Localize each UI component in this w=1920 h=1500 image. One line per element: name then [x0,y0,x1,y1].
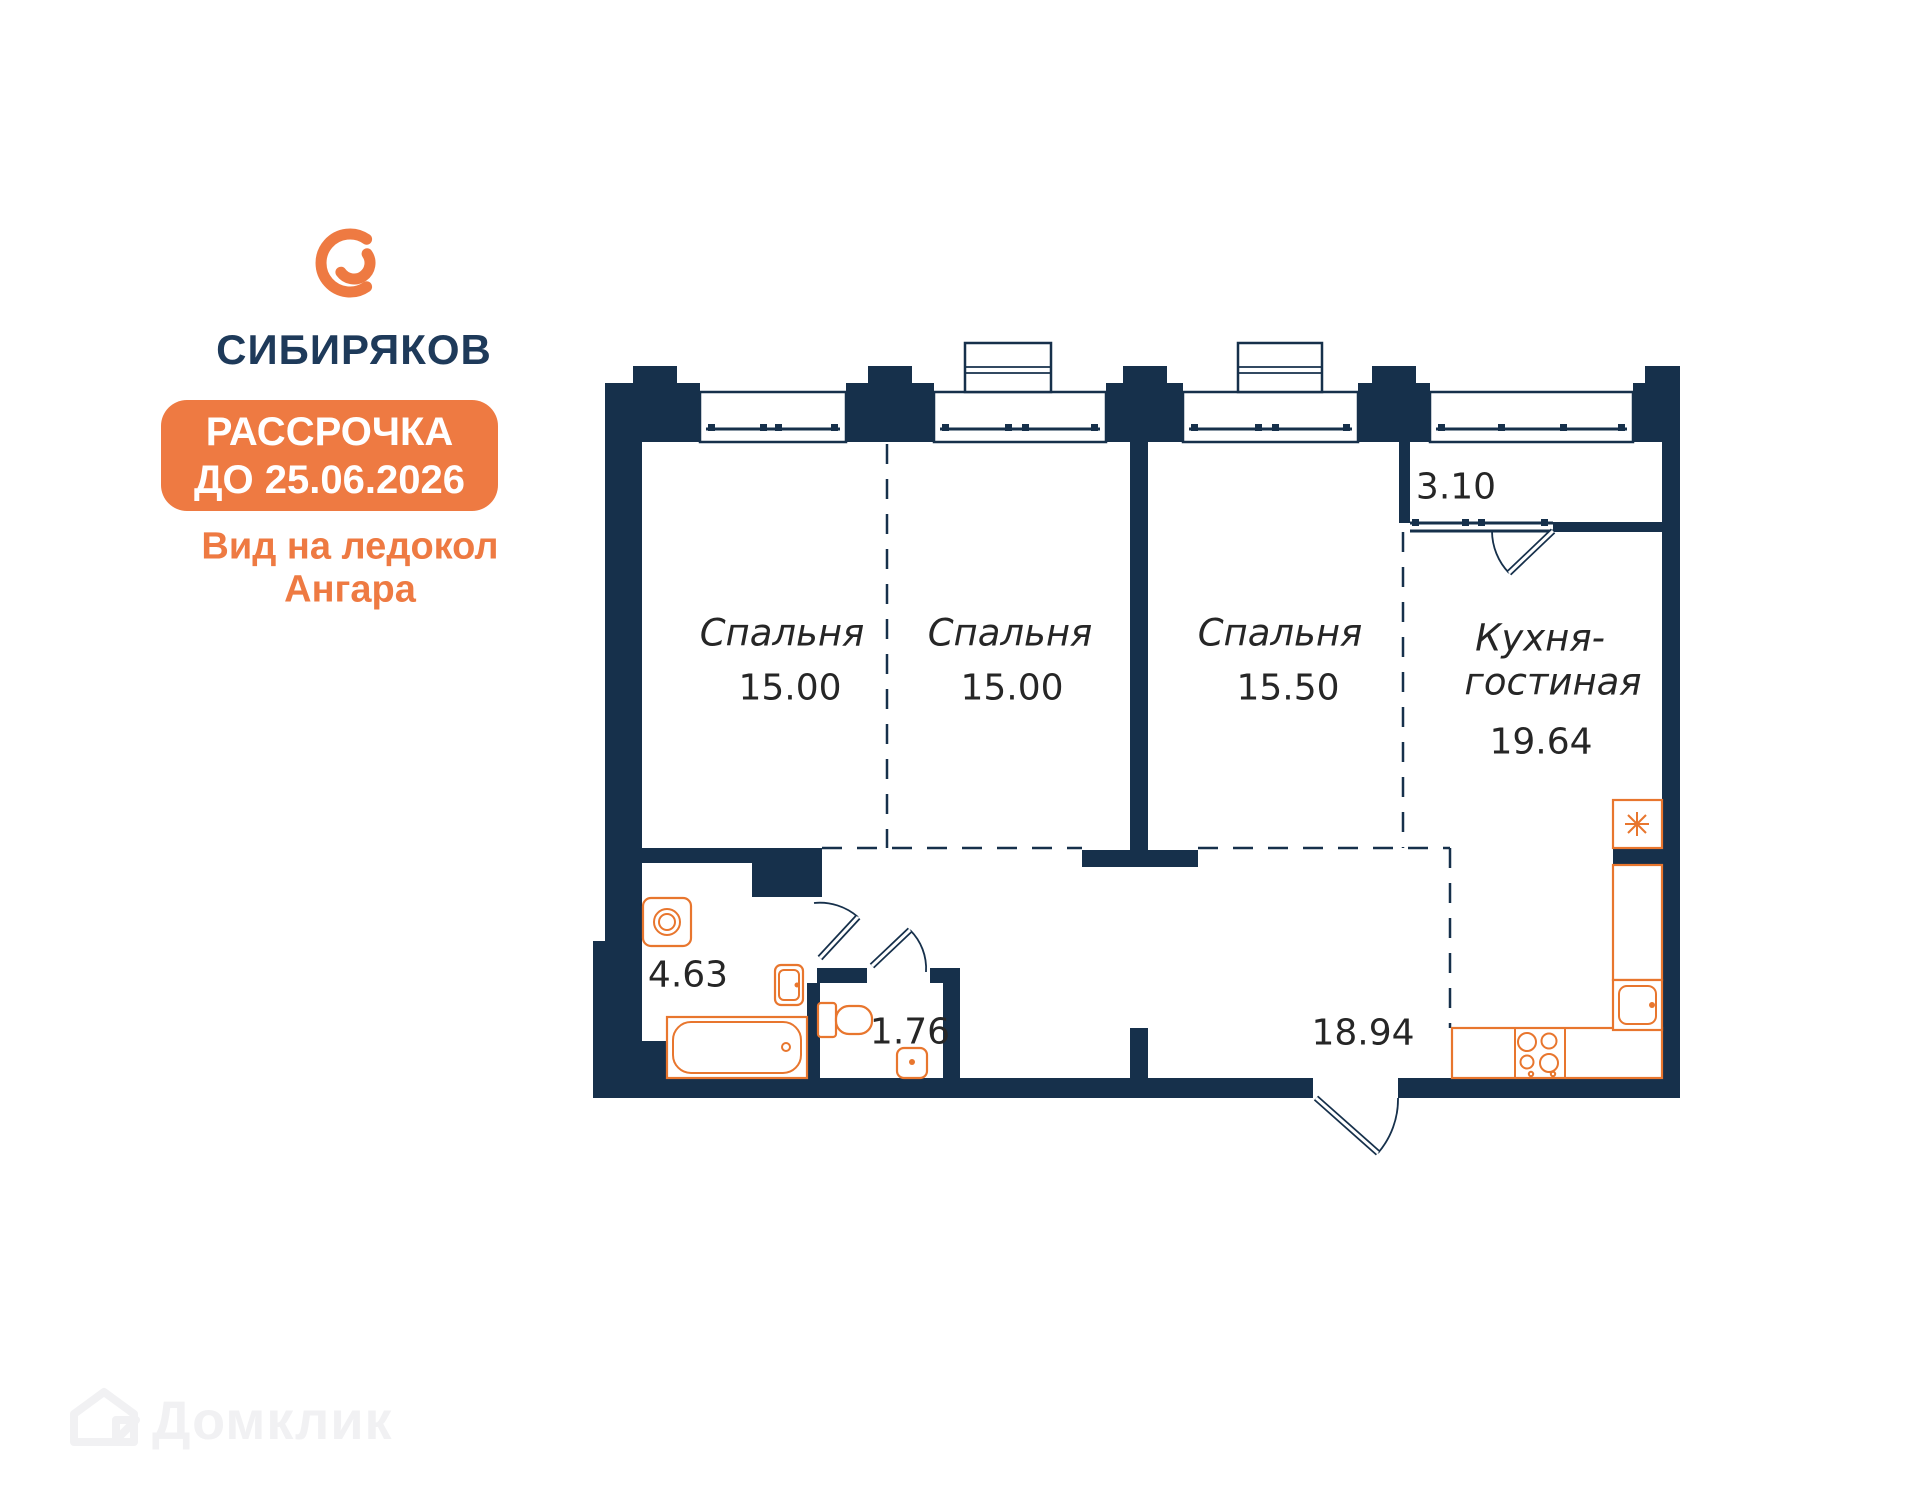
kitchen-area: 19.64 [1489,721,1593,763]
bedroom1-area: 15.00 [738,667,842,709]
bathroom-sink-icon [773,963,805,1007]
hallway-area: 18.94 [1311,1012,1415,1054]
installment-badge: РАССРОЧКА ДО 25.06.2026 [161,400,498,511]
watermark-house-icon [70,1388,140,1446]
logo-text: СИБИРЯКОВ [216,326,492,373]
logo-icon [315,228,376,298]
balcony-glazing [1410,519,1553,533]
kitchen-label-line1: Кухня- [1475,616,1605,660]
watermark-text: Домклик [152,1391,393,1451]
toilet-icon [816,1001,874,1039]
bedroom2-area: 15.00 [960,667,1064,709]
window-bedroom2 [932,390,1108,444]
kitchen-label-line2: гостиная [1464,660,1642,704]
window-balcony [1428,390,1635,444]
bathtub-icon [665,1015,809,1080]
free-plan-partitions [822,444,1452,1028]
bedroom3-label: Спальня [1197,611,1363,655]
walls [593,366,1680,1098]
window-bedroom1 [698,390,848,444]
wc-door [869,927,927,973]
bedroom1-label: Спальня [699,611,865,655]
badge-line1: РАССРОЧКА [205,409,454,454]
balcony-area: 3.10 [1415,466,1497,508]
view-subtitle-line1: Вид на ледокол [201,525,499,568]
bedroom3-area: 15.50 [1236,667,1340,709]
bathroom-door [813,901,861,961]
washing-machine-icon [641,896,693,948]
kitchen-sink-icon [1611,978,1664,1032]
bedroom2-label: Спальня [927,611,1093,655]
entrance-door [1313,1095,1399,1156]
bathroom-area: 4.63 [647,954,729,996]
balcony-door [1491,528,1556,576]
wc-area: 1.76 [869,1011,951,1053]
wc-sink-icon [895,1046,929,1080]
stove-icon [1514,1027,1566,1079]
fridge-icon [1611,798,1664,850]
french-balcony-bedroom3 [1236,341,1324,394]
view-subtitle-line2: Ангара [284,568,416,611]
french-balcony-bedroom2 [963,341,1053,394]
badge-line2: ДО 25.06.2026 [194,457,465,502]
kitchen-counter-icon [1450,863,1664,1080]
window-bedroom3 [1181,390,1360,444]
